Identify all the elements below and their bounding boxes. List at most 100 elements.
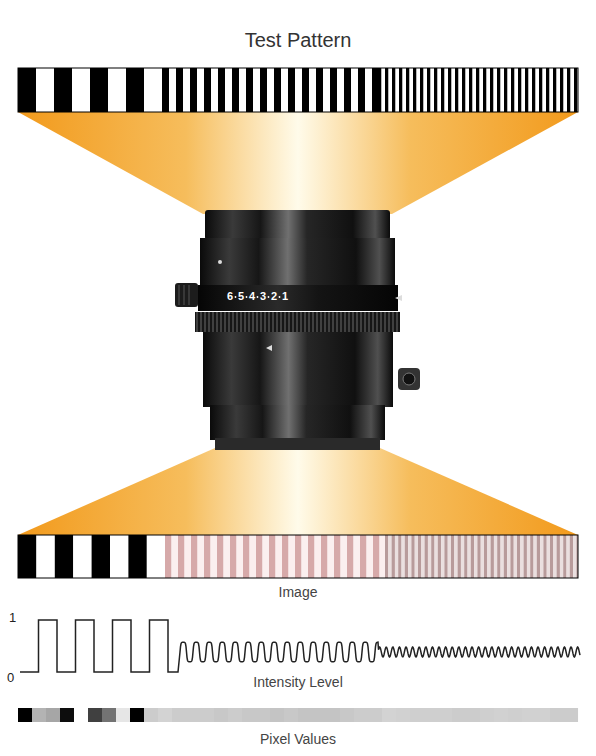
stripe [328, 535, 335, 578]
stripe [553, 68, 557, 112]
pixel-block [130, 708, 144, 722]
pixel-block [452, 708, 466, 722]
stripe [344, 68, 351, 112]
pixel-block [144, 708, 158, 722]
pixel-block [60, 708, 74, 722]
stripe [487, 535, 490, 578]
stripe [570, 535, 573, 578]
stripe [183, 68, 190, 112]
stripe [347, 535, 354, 578]
stripe [550, 68, 554, 112]
caption-label: Intensity Level [253, 674, 343, 691]
stripe [501, 535, 504, 578]
stripe [263, 535, 270, 578]
stripe [471, 535, 474, 578]
pixel-block [340, 708, 354, 722]
stripe [392, 68, 396, 112]
scale-dot [257, 296, 259, 298]
stripe [253, 68, 260, 112]
pixel-block [270, 708, 284, 722]
stripe [560, 68, 564, 112]
scale-number: 3 [260, 290, 266, 303]
axis-value: 1 [9, 610, 16, 626]
stripe [497, 68, 501, 112]
stripe [411, 535, 414, 578]
stripe [491, 535, 494, 578]
stripe [218, 68, 225, 112]
pixel-block [298, 708, 312, 722]
stripe [358, 68, 365, 112]
stripe [421, 535, 424, 578]
stripe [418, 535, 421, 578]
stripe [501, 68, 505, 112]
stripe [427, 68, 431, 112]
stripe [190, 68, 197, 112]
stripe [365, 68, 372, 112]
caption-label: Image [279, 584, 318, 601]
stripe [451, 535, 454, 578]
stripe [256, 535, 263, 578]
stripe [520, 535, 523, 578]
stripe [560, 535, 563, 578]
stripe [567, 68, 571, 112]
stripe [539, 68, 543, 112]
stripe [494, 535, 497, 578]
stripe [269, 535, 276, 578]
stripe [515, 68, 519, 112]
pixel-block [88, 708, 102, 722]
stripe [403, 68, 407, 112]
pixel-block [466, 708, 480, 722]
pixel-block [382, 708, 396, 722]
stripe [474, 535, 477, 578]
scale-number: 5 [238, 290, 244, 303]
pixel-block [564, 708, 578, 722]
pixel-block [368, 708, 382, 722]
stripe [402, 535, 405, 578]
stripe [574, 68, 578, 112]
stripe [413, 68, 417, 112]
stripe [481, 535, 484, 578]
stripe [410, 68, 414, 112]
stripe [540, 535, 543, 578]
pixel-block [522, 708, 536, 722]
stripe [36, 68, 54, 112]
stripe [360, 535, 367, 578]
light-cone [18, 448, 578, 535]
pixel-block [480, 708, 494, 722]
stripe [525, 68, 529, 112]
image-bar [18, 535, 578, 578]
stripe [36, 535, 54, 578]
stripe [295, 535, 302, 578]
stripe [211, 535, 218, 578]
diagram-title: Test Pattern [245, 28, 352, 52]
stripe [547, 535, 550, 578]
stripe [571, 68, 575, 112]
stripe [396, 68, 400, 112]
lens-body [175, 210, 420, 450]
stripe [487, 68, 491, 112]
stripe [276, 535, 283, 578]
stripe [462, 68, 466, 112]
stripe [466, 68, 470, 112]
stripe [243, 535, 250, 578]
stripe [288, 68, 295, 112]
stripe [72, 68, 90, 112]
stripe [406, 68, 410, 112]
stripe [172, 535, 179, 578]
stripe [434, 68, 438, 112]
stripe [378, 68, 382, 112]
stripe [518, 68, 522, 112]
stripe [408, 535, 411, 578]
intensity-wave [20, 620, 580, 672]
scale-dot [279, 296, 281, 298]
stripe [468, 535, 471, 578]
pixel-block [494, 708, 508, 722]
pixel-block [200, 708, 214, 722]
stripe [302, 68, 309, 112]
stripe [388, 535, 391, 578]
stripe [452, 68, 456, 112]
stripe [494, 68, 498, 112]
pixel-block [256, 708, 270, 722]
scale-dot [268, 296, 270, 298]
